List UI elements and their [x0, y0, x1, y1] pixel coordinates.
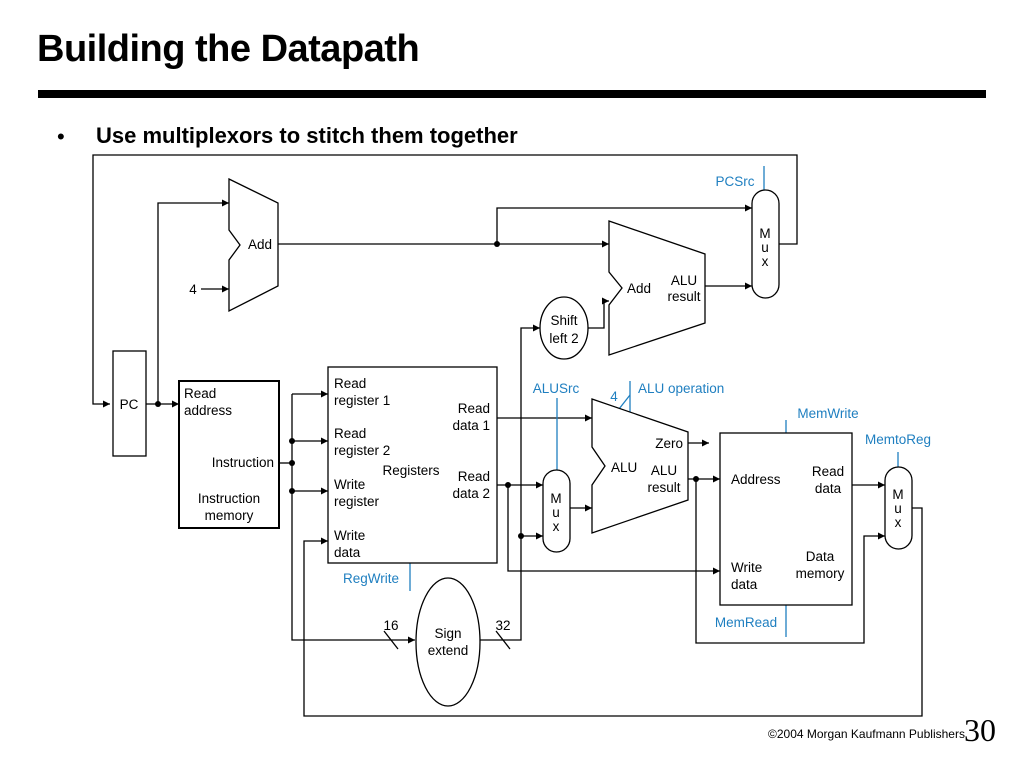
wire-shift-out: [587, 297, 609, 329]
data-memory: [719, 432, 853, 606]
alu-label: ALU: [611, 460, 637, 475]
imem-read-address-1: Read: [184, 386, 216, 401]
branch-adder: [608, 220, 706, 356]
regs-name: Registers: [382, 463, 439, 478]
regs-read-data2-1: Read: [458, 469, 490, 484]
register-file: [327, 366, 498, 564]
regs-read-reg1-2: register 1: [334, 393, 390, 408]
memwrite-label: MemWrite: [797, 406, 858, 421]
pcsrc-mux-x: x: [762, 254, 769, 269]
wire-store-data: [507, 485, 720, 575]
wire-pc-to-add: [157, 199, 229, 404]
memtoreg-mux-u: u: [894, 501, 902, 516]
dmem-name-2: memory: [796, 566, 845, 581]
memtoreg-label: MemtoReg: [865, 432, 931, 447]
dmem-write-data-2: data: [731, 577, 758, 592]
wire-next-pc: [92, 154, 798, 408]
regs-write-data-1: Write: [334, 528, 365, 543]
alusrc-mux-u: u: [552, 505, 560, 520]
memtoreg-mux-x: x: [895, 515, 902, 530]
control-lines: [409, 166, 899, 637]
sign-extend: [415, 577, 481, 707]
sign-extend-1: Sign: [434, 626, 461, 641]
bullet-marker: •: [57, 124, 65, 149]
pc-adder-label: Add: [248, 237, 272, 252]
alu-result-1: ALU: [651, 463, 677, 478]
regs-read-reg2-2: register 2: [334, 443, 390, 458]
alusrc-mux: [542, 469, 571, 553]
shift-label-1: Shift: [550, 313, 577, 328]
regs-read-reg1-1: Read: [334, 376, 366, 391]
dmem-address: Address: [731, 472, 781, 487]
pcsrc-mux-m: M: [759, 226, 770, 241]
pc-label: PC: [120, 397, 139, 412]
regs-write-data-2: data: [334, 545, 361, 560]
pc-adder: [228, 177, 279, 313]
slide-title: Building the Datapath: [37, 28, 420, 70]
regs-read-data2-2: data 2: [452, 486, 490, 501]
sign-extend-2: extend: [428, 643, 469, 658]
alu-result-2: result: [647, 480, 680, 495]
pcsrc-label: PCSrc: [715, 174, 754, 189]
bullet-text: Use multiplexors to stitch them together: [96, 123, 518, 148]
alu-operation-label: ALU operation: [638, 381, 724, 396]
regs-write-reg-2: register: [334, 494, 380, 509]
aluop-width: 4: [610, 389, 618, 404]
regs-write-reg-1: Write: [334, 477, 365, 492]
bits-16-label: 16: [383, 618, 398, 633]
regwrite-label: RegWrite: [343, 571, 399, 586]
main-alu: [591, 398, 689, 534]
alusrc-label: ALUSrc: [533, 381, 580, 396]
wire-alu-bypass: [695, 479, 885, 644]
alusrc-mux-x: x: [553, 519, 560, 534]
imem-name-1: Instruction: [198, 491, 260, 506]
memread-label: MemRead: [715, 615, 777, 630]
alusrc-mux-m: M: [550, 491, 561, 506]
dmem-name-1: Data: [806, 549, 835, 564]
dmem-read-data-2: data: [815, 481, 842, 496]
dmem-write-data-1: Write: [731, 560, 762, 575]
bus-slash-32: [495, 630, 511, 650]
dmem-read-data-1: Read: [812, 464, 844, 479]
pc-register: [112, 350, 147, 457]
constant-four: 4: [189, 282, 197, 297]
wire-writeback: [303, 507, 923, 717]
bus-slash-aluop: [618, 394, 631, 410]
wires: [92, 154, 923, 717]
regs-read-reg2-1: Read: [334, 426, 366, 441]
wire-pc4-to-mux: [496, 204, 752, 244]
imem-read-address-2: address: [184, 403, 232, 418]
regs-read-data1-2: data 1: [452, 418, 490, 433]
wire-instruction-bus: [291, 394, 392, 641]
copyright: ©2004 Morgan Kaufmann Publishers: [768, 727, 965, 741]
branch-alu-result-2: result: [667, 289, 700, 304]
bits-32-label: 32: [495, 618, 510, 633]
page-number: 30: [964, 712, 996, 748]
regs-read-data1-1: Read: [458, 401, 490, 416]
imem-instruction: Instruction: [212, 455, 274, 470]
shift-label-2: left 2: [549, 331, 578, 346]
branch-adder-label: Add: [627, 281, 651, 296]
title-rule: [38, 90, 986, 98]
instruction-memory: [178, 380, 280, 529]
wire-imm32: [480, 324, 540, 641]
pcsrc-mux-u: u: [761, 240, 769, 255]
memtoreg-mux: [884, 466, 913, 550]
pcsrc-mux: [751, 189, 780, 299]
bus-slash-16: [383, 630, 399, 650]
memtoreg-mux-m: M: [892, 487, 903, 502]
junction-dots: [155, 241, 699, 539]
shift-left-2: [539, 296, 589, 360]
imem-name-2: memory: [205, 508, 254, 523]
alu-zero-label: Zero: [655, 436, 683, 451]
branch-alu-result-1: ALU: [671, 273, 697, 288]
